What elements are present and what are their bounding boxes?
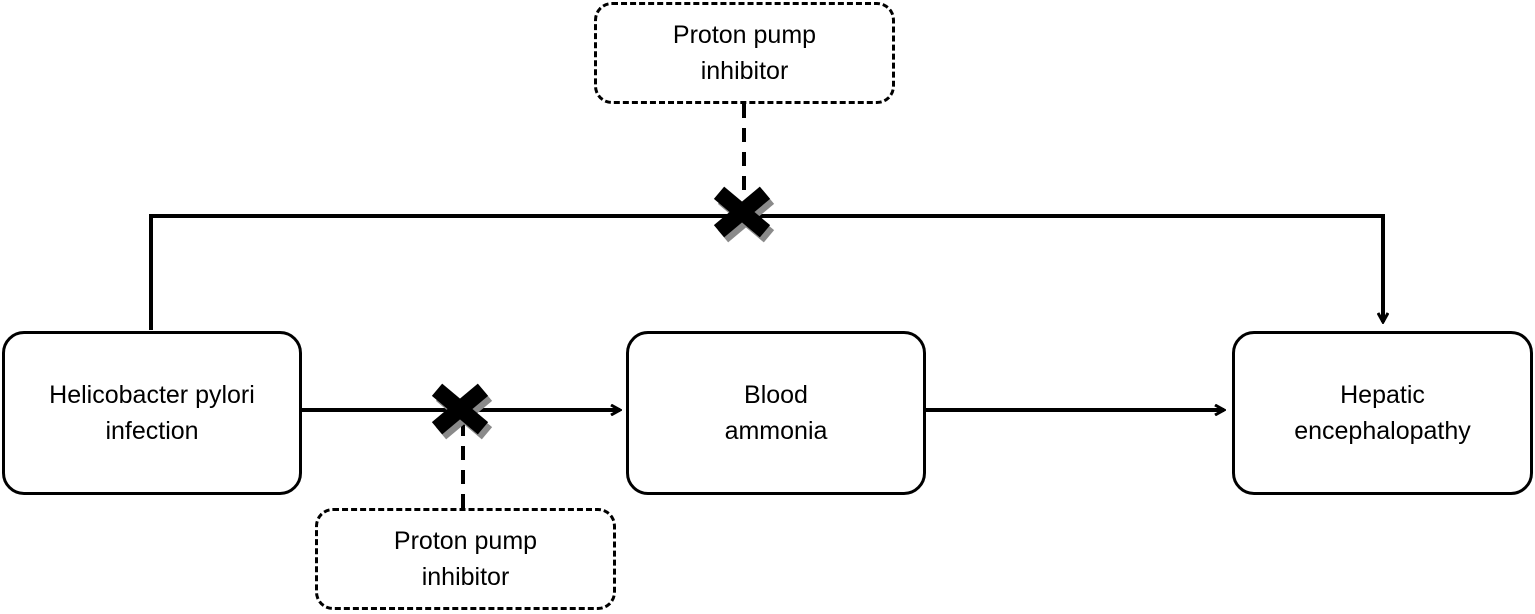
node-label: Hepatic encephalopathy [1294,381,1471,445]
node-proton-pump-inhibitor-top: Proton pump inhibitor [594,2,895,104]
node-helicobacter-pylori-infection: Helicobacter pylori infection [2,331,302,495]
node-label: Helicobacter pylori infection [49,381,255,445]
x-cross-icon [713,186,775,243]
node-label: Proton pump inhibitor [393,527,538,591]
node-label: Blood ammonia [724,381,828,445]
x-cross-icon [431,383,493,440]
node-proton-pump-inhibitor-bottom: Proton pump inhibitor [315,508,616,610]
node-blood-ammonia: Blood ammonia [626,331,926,495]
connector-hpylori-to-hepatic-encephalopathy [149,214,1383,330]
node-hepatic-encephalopathy: Hepatic encephalopathy [1232,331,1533,495]
node-label: Proton pump inhibitor [672,21,817,85]
